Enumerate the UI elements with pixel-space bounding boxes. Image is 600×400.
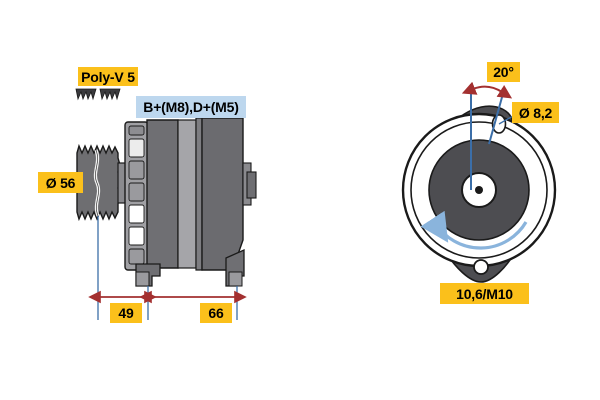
shaft-center-dot	[475, 186, 483, 194]
stator-band	[177, 119, 197, 269]
callout-dimension-49: 49	[110, 303, 142, 323]
housing-seam	[195, 117, 203, 271]
callout-terminals: B+(M8),D+(M5)	[136, 96, 246, 118]
angle-dimension-arc	[461, 81, 513, 99]
callout-angle: 20°	[487, 62, 520, 82]
rear-housing-block	[201, 117, 244, 271]
rotation-direction-arrow	[420, 210, 528, 250]
lug-axis-line	[488, 89, 505, 145]
lower-bolt-hole	[473, 259, 489, 275]
housing-front-block	[146, 119, 179, 269]
poly-v-profile-icon	[75, 88, 121, 101]
callout-poly-v: Poly-V 5	[78, 67, 138, 86]
callout-bolt-hole-diameter: Ø 8,2	[512, 102, 559, 123]
mounting-feet	[135, 248, 245, 287]
callout-mount-thread: 10,6/M10	[440, 283, 529, 304]
front-view-alternator	[401, 81, 557, 283]
pulley	[76, 143, 121, 222]
drive-end-bracket	[124, 121, 149, 271]
callout-dimension-66: 66	[200, 303, 232, 323]
callout-pulley-diameter: Ø 56	[38, 172, 83, 193]
side-view-alternator	[76, 117, 257, 320]
rear-boss-outer	[246, 171, 257, 199]
